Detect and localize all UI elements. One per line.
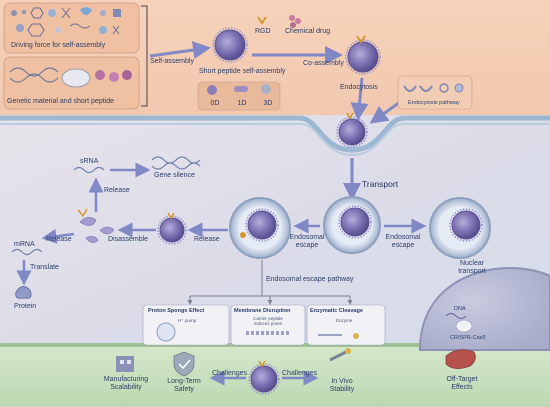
label-long-term-safety: Long-Term Safety [167, 378, 201, 393]
label-carrier-peptide: Carrier peptide induces pores [253, 316, 283, 326]
label-1d: 1D [237, 100, 247, 107]
label-translate: Translate [30, 264, 59, 271]
label-crispr: CRISPR-Cas9 [450, 335, 486, 341]
label-challenges-right: Challenges [282, 370, 318, 377]
label-release-mid: Release [194, 236, 220, 243]
label-endosomal-escape-pathway: Endosomal escape pathway [266, 276, 354, 283]
label-endocytosis-pathway: Endocytosis pathway [408, 100, 460, 106]
label-off-target-effects: Off-Target Effects [446, 376, 478, 391]
label-manufacturing-scalability: Manufacturing Scalability [103, 376, 149, 391]
label-disassemble: Disassemble [108, 236, 149, 243]
label-co-assembly: Co-assembly [303, 60, 344, 67]
label-membrane-disruption: Membrane Disruption [234, 308, 291, 314]
label-challenges-left: Challenges [212, 370, 248, 377]
label-protein: Protein [14, 303, 37, 310]
label-endosomal-escape-right: Endosomal escape [385, 234, 421, 249]
label-0d: 0D [210, 100, 220, 107]
label-srna: sRNA [80, 158, 99, 165]
label-self-assembly: Self-assembly [150, 58, 194, 65]
label-rgd: RGD [255, 28, 271, 35]
label-endosomal-escape-left: Endosomal escape [289, 234, 325, 249]
label-genetic-material-peptide: Genetic material and short peptide [7, 98, 115, 105]
label-chemical-drug: Chemical drug [285, 28, 331, 35]
label-gene-silence: Gene silence [154, 172, 195, 179]
label-release-top: Release [104, 187, 130, 194]
label-dna: DNA [454, 306, 466, 312]
label-proton-sponge: Proton Sponge Effect [148, 308, 205, 314]
label-in-vivo-stability: In Vivo Stability [329, 378, 355, 393]
label-3d: 3D [263, 100, 273, 107]
label-transport: Transport [362, 179, 399, 189]
label-h-pump: H⁺ pump [178, 318, 197, 323]
label-driving-force: Driving force for self-assembly [11, 42, 106, 49]
label-mrna: mRNA [14, 241, 35, 248]
label-endocytosis: Endocytosis [340, 84, 378, 91]
label-enzyme: Enzyme [336, 318, 353, 323]
label-release-left: Release [46, 236, 72, 243]
label-nuclear-transport: Nuclear transport [458, 260, 486, 275]
label-enzymatic-cleavage: Enzymatic Cleavage [310, 308, 363, 314]
label-short-peptide-self-assembly: Short peptide self-assembly [199, 68, 286, 75]
